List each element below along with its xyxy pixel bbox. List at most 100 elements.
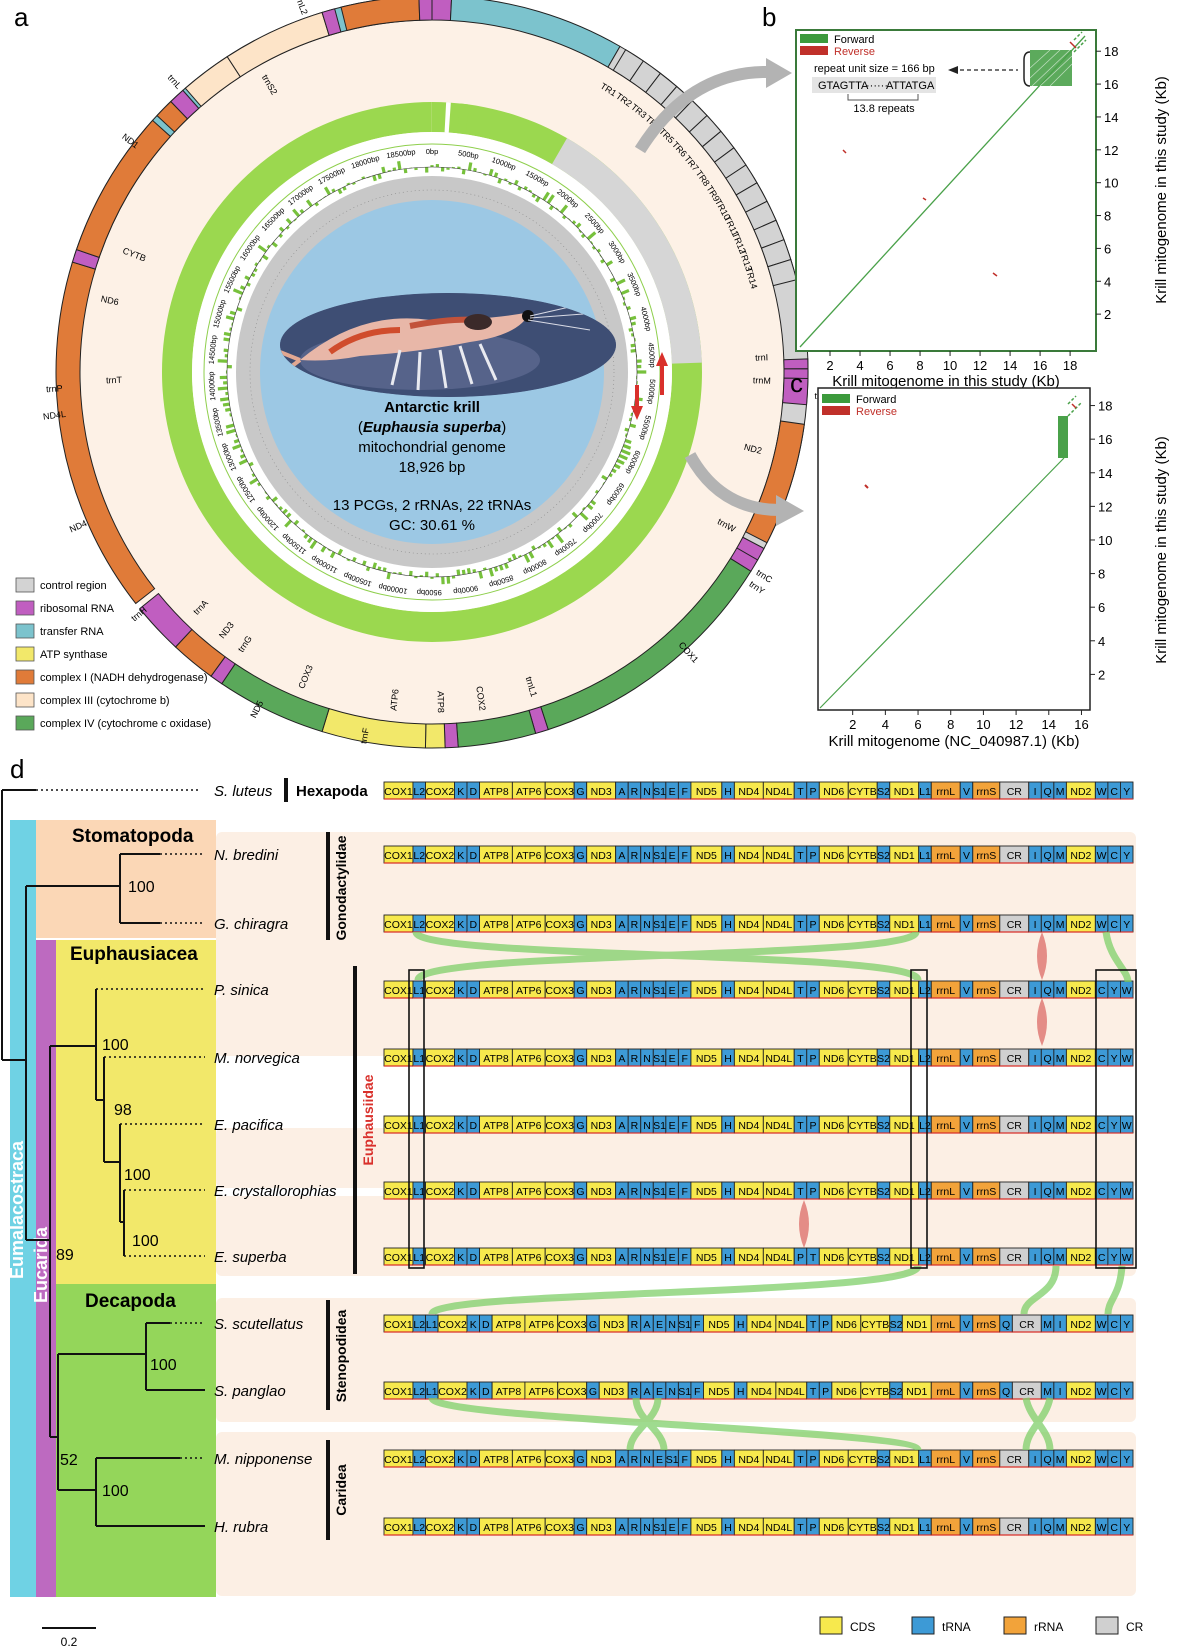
gene-label: F [681,1522,687,1534]
gene-label: G [576,850,584,862]
gene-label: Q [1043,1454,1051,1466]
gene-label: S1 [653,1252,666,1264]
gene-label: ATP8 [483,985,509,997]
gene-label: R [631,1252,639,1264]
ytick-label: 10 [1098,533,1112,548]
gene-label: ND5 [696,1053,717,1065]
ytick-label: 14 [1098,466,1112,481]
gene-label: ATP8 [483,1053,509,1065]
gene-label: ND4L [778,1386,805,1398]
gene-label: G [589,1319,597,1331]
gene-label: COX1 [384,1319,413,1331]
ring-segment-trna [139,592,193,648]
gene-label: P [797,1252,804,1264]
gene-label: ND4 [738,1522,759,1534]
gene-label: COX3 [545,985,574,997]
taxon-name: G. chiragra [214,916,288,933]
gene-label: ND4L [765,985,792,997]
gene-label: C [1098,1186,1106,1198]
taxon-name: E. superba [214,1249,287,1266]
gene-label: V [963,850,970,862]
highlight-boxes [408,969,1137,1269]
scale-label: 0.2 [61,1635,78,1649]
gene-label: W [1097,1522,1107,1534]
gene-label: ATP8 [483,1454,509,1466]
band [1022,1397,1054,1451]
gene-label: G [576,919,584,931]
position-tick-label: 4500bp [646,342,657,368]
gene-label: W [1122,1053,1132,1065]
gene-label: rrnL [936,1454,955,1466]
dotplot-c-corner2 [1067,401,1083,417]
gene-label: ND3 [591,1053,612,1065]
gene-label: S1 [653,1522,666,1534]
gene-label: S2 [877,1186,890,1198]
gene-label: E [669,1120,676,1132]
gene-label: CYTB [849,1186,877,1198]
ring-segment-trnp [170,89,200,120]
gene-label: S2 [877,1522,890,1534]
gene-label: ND1 [894,850,915,862]
family-euphausiidae: Euphausiidae [360,1074,376,1165]
bar-hexapoda [284,778,288,802]
gene-label: H [724,786,732,798]
gene-label: M [1056,1053,1065,1065]
dotplot-b-pointer-head [948,66,958,74]
gene-label: P [810,786,817,798]
gene-label: ND3 [591,985,612,997]
gene-label: ND3 [591,1522,612,1534]
support-value: 100 [150,1357,177,1374]
gene-label: rrnL [936,919,955,931]
gene-label: ND2 [1070,1386,1091,1398]
position-tick-label: 14000bp [207,371,218,401]
gene-label: E [669,919,676,931]
gene-label: V [963,1120,970,1132]
gene-label: N [668,1319,676,1331]
gene-label: F [681,786,687,798]
gene-label: I [1059,1386,1062,1398]
gene-label: W [1097,1454,1107,1466]
gene-label: COX2 [426,786,455,798]
repeat-unit-label: repeat unit size = 166 bp [814,63,935,75]
gene-label: ND6 [823,985,844,997]
legend-d-label: tRNA [942,1620,971,1634]
gene-label: rrnS [976,1386,996,1398]
position-tick-label: 0bp [426,147,439,156]
gene-label: L2 [413,1319,425,1331]
gene-label: N [643,919,651,931]
legend-label: complex IV (cytochrome c oxidase) [40,718,211,730]
gene-label: N [643,850,651,862]
legend-d-swatch [911,1616,935,1635]
legend-c-forward: Forward [856,394,896,406]
gene-label: M [1056,919,1065,931]
gene-label: COX2 [438,1386,467,1398]
xtick-label: 18 [1063,358,1077,373]
legend-swatch [15,623,35,639]
gene-label: ND2 [1070,985,1091,997]
gene-label: H [737,1386,745,1398]
gene-label: M [1056,1454,1065,1466]
swap [1037,932,1047,980]
gene-label: D [469,1522,477,1534]
gene-label: Q [1002,1319,1010,1331]
ytick-label: 18 [1098,399,1112,414]
gene-label: rrnS [976,1053,996,1065]
gene-label: S1 [653,1053,666,1065]
ring-label: trnL [166,73,184,91]
gene-label: ND4 [738,786,759,798]
taxon-name: S. scutellatus [214,1316,304,1333]
taxon-name: N. bredini [214,847,279,864]
gene-label: rrnS [976,1120,996,1132]
gene-label: L1 [919,786,931,798]
ring-label: ND2 [743,442,763,456]
gene-label: L1 [919,1454,931,1466]
gene-label: V [963,1454,970,1466]
family-hexapoda: Hexapoda [296,783,368,800]
gene-label: ND4L [765,1186,792,1198]
band [428,1264,922,1318]
gene-label: COX1 [384,1053,413,1065]
gene-label: CYTB [849,919,877,931]
gene-label: T [810,1252,817,1264]
legend-label: complex III (cytochrome b) [40,695,170,707]
